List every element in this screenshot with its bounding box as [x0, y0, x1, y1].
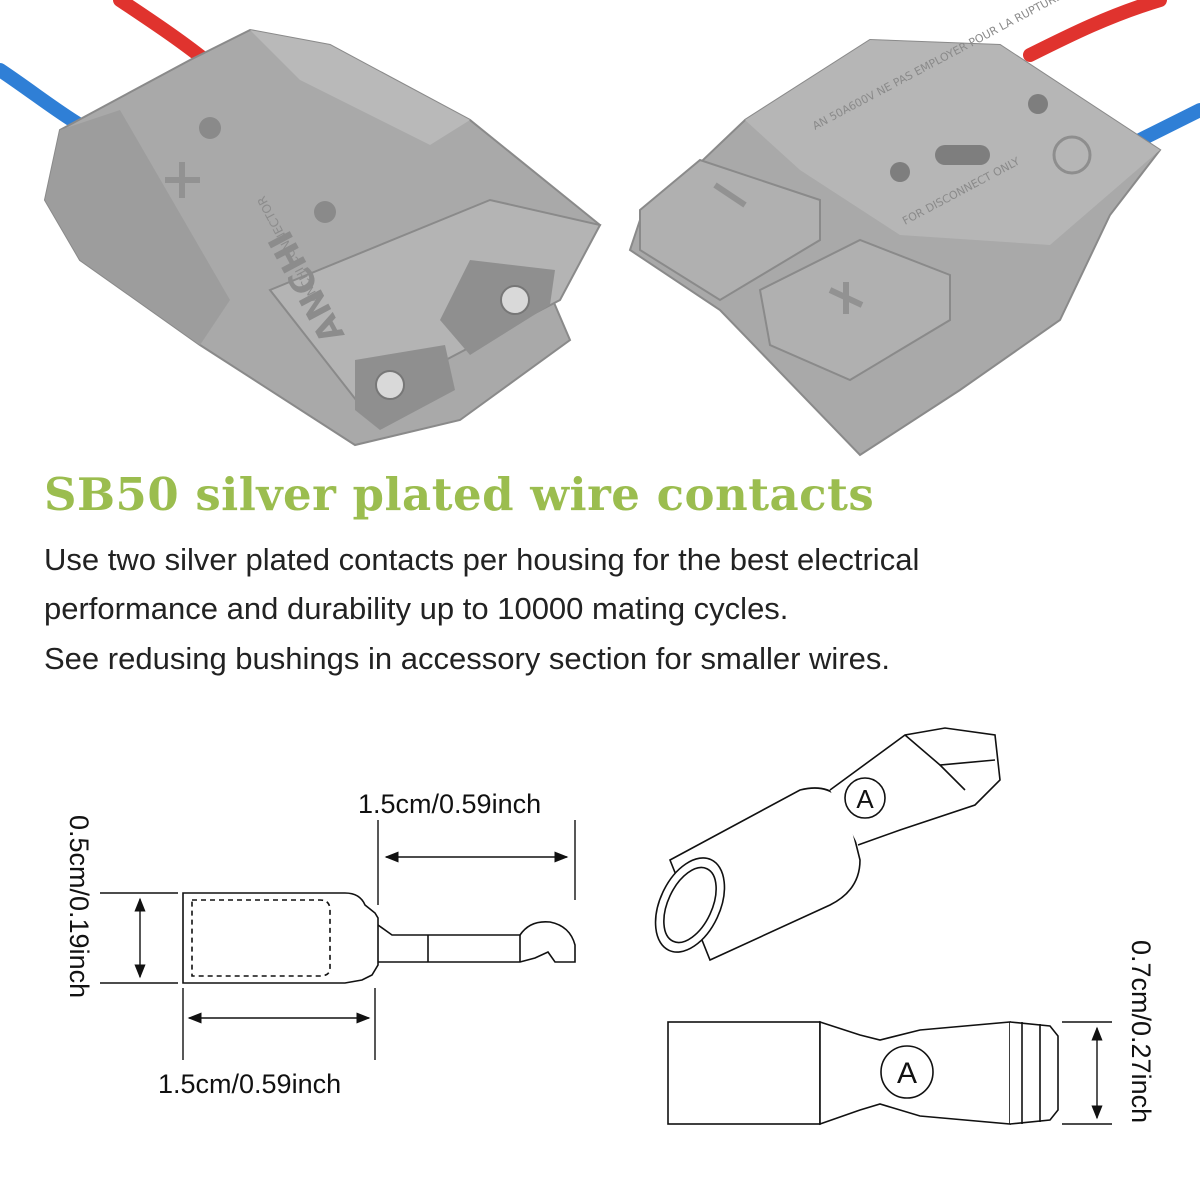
dimension-right-height: 0.7cm/0.27inch	[1126, 940, 1156, 1123]
contact-flat-view	[667, 1020, 1059, 1126]
dimension-lines-right	[1062, 1021, 1112, 1125]
left-wires	[0, 0, 212, 132]
dimension-bottom-length: 1.5cm/0.59inch	[158, 1069, 341, 1099]
connector-photo: ANCHI ANCHI CONNECTOR AN 50A600V NE PAS …	[0, 0, 1200, 457]
headline: SB50 silver plated wire contacts	[44, 468, 875, 521]
contact-badge-flat: A	[897, 1057, 917, 1090]
left-connector-housing	[43, 28, 602, 447]
right-wires	[1023, 0, 1200, 147]
contact-dimension-diagram: 1.5cm/0.59inch 1.5cm/0.59inch 0.5cm/0.19…	[64, 727, 1156, 1126]
description-line-3: See redusing bushings in accessory secti…	[44, 641, 890, 676]
description-line-1: Use two silver plated contacts per housi…	[44, 542, 920, 577]
description-line-2: performance and durability up to 10000 m…	[44, 591, 789, 626]
contact-side-view	[182, 892, 576, 984]
contact-badge-iso: A	[856, 784, 874, 814]
right-connector-housing	[628, 38, 1162, 457]
dimension-top-length: 1.5cm/0.59inch	[358, 789, 541, 819]
dimension-lines-left	[100, 820, 576, 1060]
dimension-left-height: 0.5cm/0.19inch	[64, 815, 94, 998]
contact-isometric-view	[654, 727, 1001, 962]
